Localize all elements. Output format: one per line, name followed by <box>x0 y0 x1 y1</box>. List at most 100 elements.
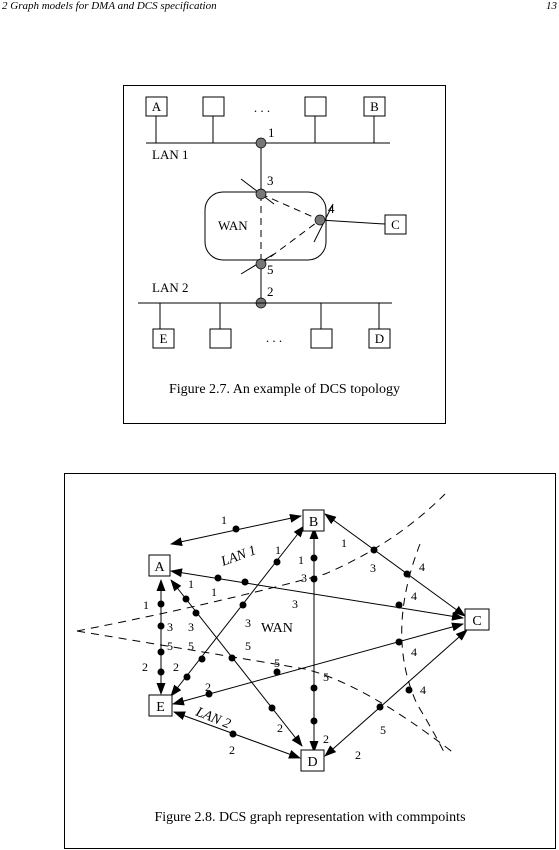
commpoints <box>157 525 413 738</box>
lan1-region-label: LAN 1 <box>218 543 258 570</box>
commpoint <box>310 717 318 725</box>
commpoint <box>395 601 403 609</box>
figure-dcs-topology: A . . . B LAN 1 1 WAN C <box>123 85 446 424</box>
commpoint <box>157 648 165 656</box>
boundary-lan1 <box>76 493 446 632</box>
running-header-title: 2 Graph models for DMA and DCS specifica… <box>2 0 217 12</box>
commpoint <box>205 690 213 698</box>
figure-caption: Figure 2.8. DCS graph representation wit… <box>154 810 466 825</box>
node-e-box <box>148 694 173 717</box>
commpoint-2-label: 2 <box>267 284 274 299</box>
wan-link <box>260 219 321 265</box>
edge-e-d <box>173 711 301 759</box>
node-d-label: D <box>375 331 384 346</box>
node-e-label: E <box>156 700 165 715</box>
edge-label: 1 <box>188 577 194 591</box>
edge-label: 1 <box>221 513 227 527</box>
commpoint-5-label: 5 <box>267 262 274 277</box>
lan2-label: LAN 2 <box>152 280 188 295</box>
edge-label: 5 <box>323 670 329 684</box>
edge-label: 4 <box>411 645 417 659</box>
node-d-box <box>368 328 391 349</box>
commpoint <box>214 574 222 582</box>
lan1-label: LAN 1 <box>152 147 188 162</box>
boundary-lan2 <box>76 630 456 755</box>
node-box <box>310 328 333 349</box>
node-b-label: B <box>309 515 318 530</box>
commpoint-4 <box>314 214 326 226</box>
commpoint <box>228 654 236 662</box>
edge-label: 1 <box>298 553 304 567</box>
commpoint <box>241 578 249 586</box>
edge-label: 3 <box>245 616 251 630</box>
edge-label: 3 <box>167 620 173 634</box>
connector <box>319 219 386 225</box>
commpoint <box>229 730 237 738</box>
commpoint <box>239 601 247 609</box>
edge-label: 5 <box>167 639 173 653</box>
edge-label: 1 <box>275 543 281 557</box>
commpoint-4-label: 4 <box>328 201 335 216</box>
commpoint-1-label: 1 <box>268 125 275 140</box>
node-box <box>304 96 327 117</box>
edge-label: 2 <box>205 680 211 694</box>
ellipsis-top: . . . <box>254 100 270 115</box>
commpoint <box>157 668 165 676</box>
edge-label: 1 <box>341 536 347 550</box>
edge-label: 2 <box>229 743 235 757</box>
commpoint <box>310 554 318 562</box>
edge-label: 2 <box>277 721 283 735</box>
commpoint-5 <box>255 258 267 270</box>
figure-dcs-graph: A B C E D <box>64 473 556 849</box>
node-b-box <box>302 509 325 532</box>
edge-label: 2 <box>355 748 361 762</box>
commpoint <box>157 622 165 630</box>
node-d-label: D <box>307 755 317 770</box>
edge-labels: 1 1 1 3 4 1 3 4 1 3 5 2 1 3 5 2 1 3 5 2 … <box>142 513 426 762</box>
node-e-label: E <box>160 331 168 346</box>
commpoint <box>376 703 384 711</box>
commpoint <box>232 525 240 533</box>
edge-label: 3 <box>370 561 376 575</box>
edge-label: 4 <box>419 560 425 574</box>
commpoint-3 <box>255 188 267 200</box>
edge-label: 2 <box>142 660 148 674</box>
commpoint <box>310 575 318 583</box>
edge-label: 2 <box>173 660 179 674</box>
node-d-box <box>300 749 325 772</box>
commpoint <box>198 655 206 663</box>
edge-label: 1 <box>143 598 149 612</box>
page-number: 13 <box>546 0 557 12</box>
commpoint-1 <box>255 137 267 149</box>
edge-label: 3 <box>292 597 298 611</box>
edge-label: 5 <box>274 656 280 670</box>
node-a-label: A <box>152 99 162 114</box>
lan2-region-label: LAN 2 <box>193 704 233 732</box>
node-e-box <box>152 328 175 349</box>
commpoint-3-label: 3 <box>267 173 274 188</box>
edge-label: 3 <box>301 571 307 585</box>
commpoint <box>310 684 318 692</box>
commpoint <box>273 558 281 566</box>
commpoint <box>268 704 276 712</box>
figure-caption: Figure 2.7. An example of DCS topology <box>169 382 400 397</box>
commpoint <box>395 638 403 646</box>
node-c-label: C <box>472 614 481 629</box>
commpoint <box>157 600 165 608</box>
commpoint <box>192 609 200 617</box>
edge-label: 1 <box>211 585 217 599</box>
node-c-box <box>464 608 490 631</box>
node-c-box <box>384 214 407 235</box>
commpoint <box>273 668 281 676</box>
edge-label: 3 <box>188 620 194 634</box>
edge-label: 5 <box>380 723 386 737</box>
node-a-box <box>148 554 171 577</box>
edge-label: 4 <box>420 683 426 697</box>
node-box <box>209 328 232 349</box>
edge-d-c <box>324 629 468 757</box>
edge-label: 2 <box>323 732 329 746</box>
edge-label: 4 <box>411 589 417 603</box>
commpoint <box>182 595 190 603</box>
ellipsis-bottom: . . . <box>266 330 282 345</box>
node-b-label: B <box>370 99 379 114</box>
